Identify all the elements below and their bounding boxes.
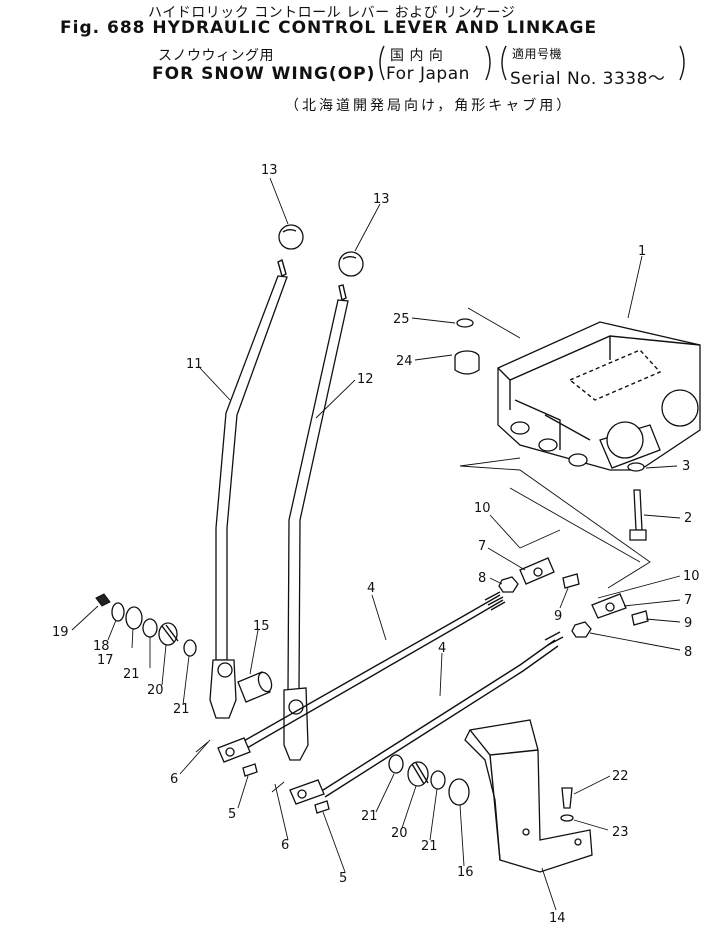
title-jp-line2: スノウウィング用 [158, 48, 274, 64]
title-jp-serial-label: 適用号機 [512, 47, 563, 61]
callout-21: 21 [421, 839, 438, 854]
valve-body-1 [497, 321, 701, 471]
clevis-6-left [217, 737, 251, 763]
callout-8: 8 [684, 645, 692, 660]
callout-24: 24 [396, 354, 413, 369]
lever-12 [283, 284, 349, 761]
callout-9: 9 [684, 616, 692, 631]
washer-23 [560, 814, 574, 822]
callout-7: 7 [684, 593, 692, 608]
callout-16: 16 [457, 865, 474, 880]
callout-21: 21 [173, 702, 190, 717]
callout-4: 4 [438, 641, 446, 656]
title-jp-region: 国 内 向 [390, 48, 444, 64]
callout-2: 2 [684, 511, 692, 526]
rod-4-lower [319, 631, 564, 798]
callout-5: 5 [339, 871, 347, 886]
callout-17: 17 [97, 653, 114, 668]
pin-9-lower [631, 610, 649, 626]
callout-7: 7 [478, 539, 486, 554]
lever-11 [209, 258, 288, 719]
clevis-6-right [289, 779, 325, 805]
title-jp-line3: （北海道開発局向け，角形キャブ用） [285, 98, 574, 114]
callout-22: 22 [612, 769, 629, 784]
nut-8-upper [498, 576, 519, 593]
callout-6: 6 [281, 838, 289, 853]
callout-12: 12 [357, 372, 374, 387]
callout-21: 21 [361, 809, 378, 824]
sleeve-15 [237, 671, 273, 703]
callout-18: 18 [93, 639, 110, 654]
pin-5-right [314, 800, 330, 814]
callout-9: 9 [554, 609, 562, 624]
callout-8: 8 [478, 571, 486, 586]
title-en-serial: Serial No. 3338～ [510, 69, 666, 89]
bolt-2 [629, 489, 647, 541]
pivot-stack-right [388, 754, 470, 806]
title-en-region: For Japan [386, 64, 470, 84]
pivot-stack-left [95, 593, 197, 657]
nut-8-lower [571, 621, 592, 638]
lever-knob-left [278, 224, 304, 250]
rod-4-upper [241, 591, 506, 749]
callout-13: 13 [373, 192, 390, 207]
callout-23: 23 [612, 825, 629, 840]
pin-5-left [242, 763, 258, 777]
callout-11: 11 [186, 357, 203, 372]
callout-15: 15 [253, 619, 270, 634]
callout-10: 10 [683, 569, 700, 584]
plug-24 [454, 350, 480, 375]
callout-10: 10 [474, 501, 491, 516]
lever-knob-right [338, 251, 364, 277]
title-brackets [379, 45, 685, 81]
title-block: ハイドロリック コントロール レバー および リンケージ Fig. 688 HY… [0, 0, 712, 120]
callout-6: 6 [170, 772, 178, 787]
bolt-22 [561, 787, 573, 809]
bracket-14 [464, 719, 593, 873]
callout-20: 20 [147, 683, 164, 698]
title-jp-line1: ハイドロリック コントロール レバー および リンケージ [148, 5, 516, 21]
callout-3: 3 [682, 459, 690, 474]
callout-19: 19 [52, 625, 69, 640]
o-ring-25 [456, 318, 474, 328]
figure-title: Fig. 688 HYDRAULIC CONTROL LEVER AND LIN… [60, 18, 598, 38]
clevis-7-lower [591, 593, 627, 619]
leader-lines [71, 177, 681, 911]
callout-1: 1 [638, 244, 646, 259]
callout-20: 20 [391, 826, 408, 841]
pin-9-upper [562, 573, 580, 589]
washer-3 [627, 462, 645, 472]
callout-4: 4 [367, 581, 375, 596]
callout-25: 25 [393, 312, 410, 327]
callout-13: 13 [261, 163, 278, 178]
callout-5: 5 [228, 807, 236, 822]
clevis-7-upper [519, 557, 555, 585]
callout-14: 14 [549, 911, 566, 926]
title-en-line2: FOR SNOW WING(OP) [152, 64, 376, 84]
callout-labels: 13 13 11 12 1 25 24 3 2 10 7 8 9 10 7 9 … [52, 163, 700, 926]
callout-21: 21 [123, 667, 140, 682]
